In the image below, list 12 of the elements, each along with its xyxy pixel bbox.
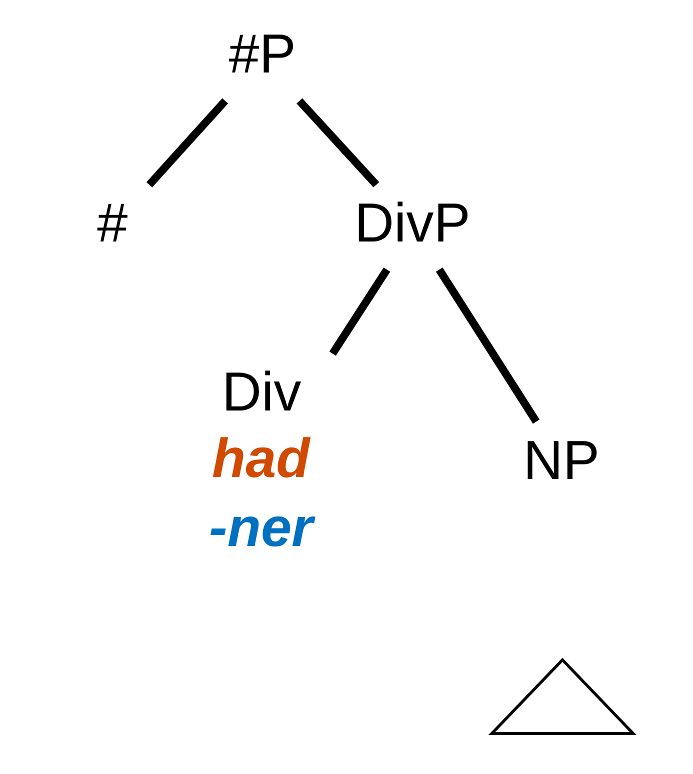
- node-triangle: [488, 658, 637, 735]
- node-text: Div: [222, 360, 302, 422]
- node-label: -ner: [209, 496, 313, 558]
- node-text: DivP: [354, 192, 470, 254]
- node-label: had: [212, 427, 310, 490]
- node-text: NP: [523, 429, 600, 492]
- connector: [146, 98, 228, 188]
- node-text: #: [97, 192, 128, 254]
- node-text: #P: [228, 22, 296, 85]
- connector: [296, 98, 380, 188]
- connector: [436, 268, 540, 424]
- connector: [329, 268, 390, 356]
